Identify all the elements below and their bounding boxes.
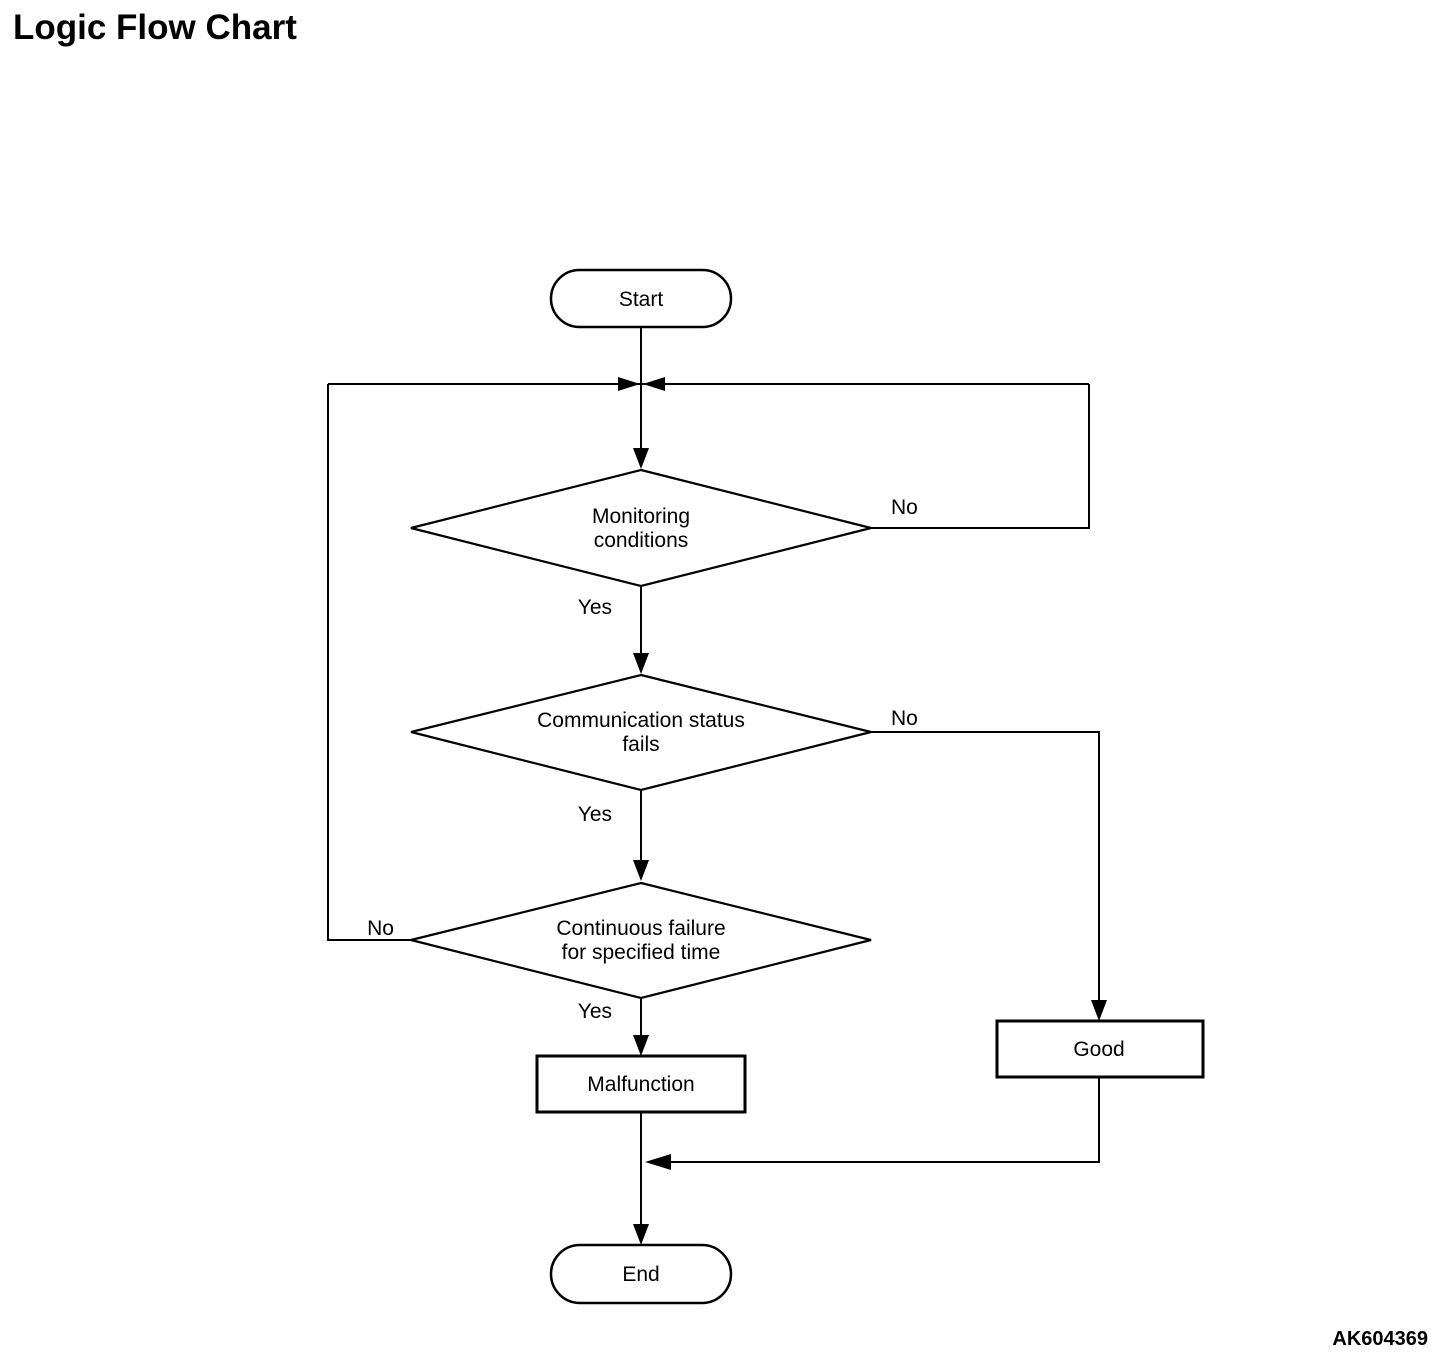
start-label: Start (619, 288, 664, 311)
arrowhead-into-good-icon (1091, 1000, 1107, 1021)
decision-communication-node (410, 673, 872, 792)
communication-yes-label: Yes (578, 803, 612, 826)
continuous-no-label: No (367, 917, 394, 940)
continuous-yes-label: Yes (578, 1000, 612, 1023)
nodes: Start Monitoring conditions Communicatio… (410, 268, 1205, 1305)
arrowhead-junction-left-icon (618, 377, 640, 391)
start-node (549, 268, 733, 329)
arrowhead-into-malfunction-icon (633, 1035, 649, 1056)
decision-monitoring-label-line2: conditions (594, 529, 689, 552)
branch-labels: Yes No Yes No Yes No (367, 496, 918, 1023)
arrowhead-into-communication-icon (633, 653, 649, 674)
connectors (327, 327, 1100, 1227)
decision-continuous-label-line2: for specified time (562, 941, 721, 964)
edge-communication-no (871, 731, 1100, 1002)
figure-code: AK604369 (1332, 1328, 1428, 1350)
decision-monitoring-label-line1: Monitoring (592, 505, 690, 528)
malfunction-label: Malfunction (587, 1073, 694, 1096)
arrowhead-into-end-icon (633, 1224, 649, 1245)
monitoring-yes-label: Yes (578, 596, 612, 619)
decision-continuous-node (410, 881, 872, 1000)
malfunction-node (535, 1054, 747, 1114)
decision-communication-label-line2: fails (622, 733, 659, 756)
edge-continuous-no-loop (327, 384, 411, 941)
good-label: Good (1073, 1038, 1124, 1061)
arrowheads (618, 377, 1107, 1245)
edge-good-merge (670, 1077, 1100, 1163)
decision-continuous-label-line1: Continuous failure (556, 917, 725, 940)
decision-communication-label-line1: Communication status (537, 709, 745, 732)
monitoring-no-label: No (891, 496, 918, 519)
arrowhead-good-merge-icon (645, 1154, 671, 1170)
edge-monitoring-no-loop (871, 384, 1090, 529)
end-label: End (622, 1263, 659, 1286)
arrowhead-into-monitoring-icon (633, 448, 649, 469)
page-title: Logic Flow Chart (13, 8, 297, 47)
communication-no-label: No (891, 707, 918, 730)
arrowhead-into-continuous-icon (633, 860, 649, 881)
good-node (995, 1019, 1205, 1079)
end-node (549, 1243, 733, 1305)
decision-monitoring-node (410, 468, 872, 588)
arrowhead-junction-right-icon (643, 377, 665, 391)
